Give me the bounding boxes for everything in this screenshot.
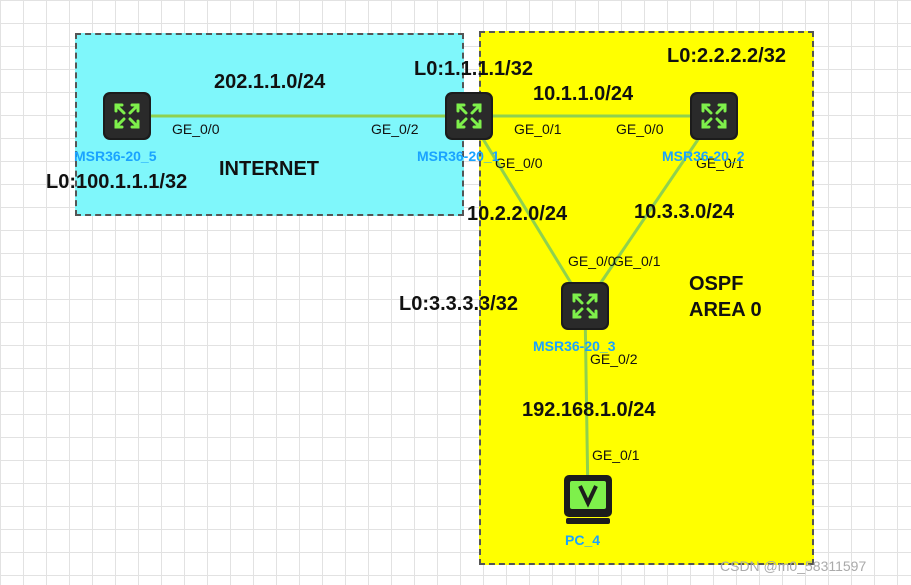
- loopback-label-r1: L0:1.1.1.1/32: [414, 58, 533, 80]
- csdn-watermark: CSDN @m0_58311597: [720, 558, 867, 574]
- device-label-r3: MSR36-20_3: [533, 338, 616, 354]
- port-label-r3-ge00: GE_0/0: [568, 253, 616, 269]
- port-label-r5-ge00: GE_0/0: [172, 121, 220, 137]
- loopback-label-r3: L0:3.3.3.3/32: [399, 293, 518, 315]
- router-msr36-20-3[interactable]: [560, 281, 610, 331]
- device-label-pc4: PC_4: [565, 532, 601, 548]
- network-label-r1-r3: 10.2.2.0/24: [467, 203, 568, 225]
- device-label-r1: MSR36-20_1: [417, 148, 500, 164]
- router-icon: [445, 92, 493, 140]
- port-label-r1-ge02: GE_0/2: [371, 121, 419, 137]
- network-label-r5-r1: 202.1.1.0/24: [214, 71, 326, 93]
- port-label-r3-ge02: GE_0/2: [590, 351, 638, 367]
- pc-4[interactable]: [563, 474, 613, 524]
- router-msr36-20-5[interactable]: [102, 91, 152, 141]
- loopback-label-r5: L0:100.1.1.1/32: [46, 171, 188, 193]
- port-label-r1-ge00: GE_0/0: [495, 155, 543, 171]
- ospf-area-zone: [479, 31, 814, 565]
- router-icon: [690, 92, 738, 140]
- port-label-r2-ge00: GE_0/0: [616, 121, 664, 137]
- loopback-label-r2: L0:2.2.2.2/32: [667, 45, 786, 67]
- port-label-r2-ge01: GE_0/1: [696, 155, 744, 171]
- router-icon: [103, 92, 151, 140]
- device-label-r2: MSR36-20_2: [662, 148, 745, 164]
- ospf-area-label-line2: AREA 0: [689, 299, 762, 321]
- pc-monitor-icon: [564, 475, 612, 524]
- link-r2-r3[interactable]: [583, 115, 716, 307]
- internet-zone-label: INTERNET: [219, 158, 319, 180]
- link-r3-pc4[interactable]: [583, 305, 590, 501]
- device-label-r5: MSR36-20_5: [74, 148, 157, 164]
- network-label-r1-r2: 10.1.1.0/24: [533, 83, 634, 105]
- link-r1-r3[interactable]: [467, 115, 587, 307]
- network-label-r3-pc4: 192.168.1.0/24: [522, 399, 656, 421]
- router-msr36-20-2[interactable]: [689, 91, 739, 141]
- router-msr36-20-1[interactable]: [444, 91, 494, 141]
- ospf-area-label-line1: OSPF: [689, 273, 744, 295]
- port-label-r1-ge01: GE_0/1: [514, 121, 562, 137]
- port-label-r3-ge01: GE_0/1: [613, 253, 661, 269]
- router-icon: [561, 282, 609, 330]
- network-label-r2-r3: 10.3.3.0/24: [634, 201, 735, 223]
- port-label-pc4-ge01: GE_0/1: [592, 447, 640, 463]
